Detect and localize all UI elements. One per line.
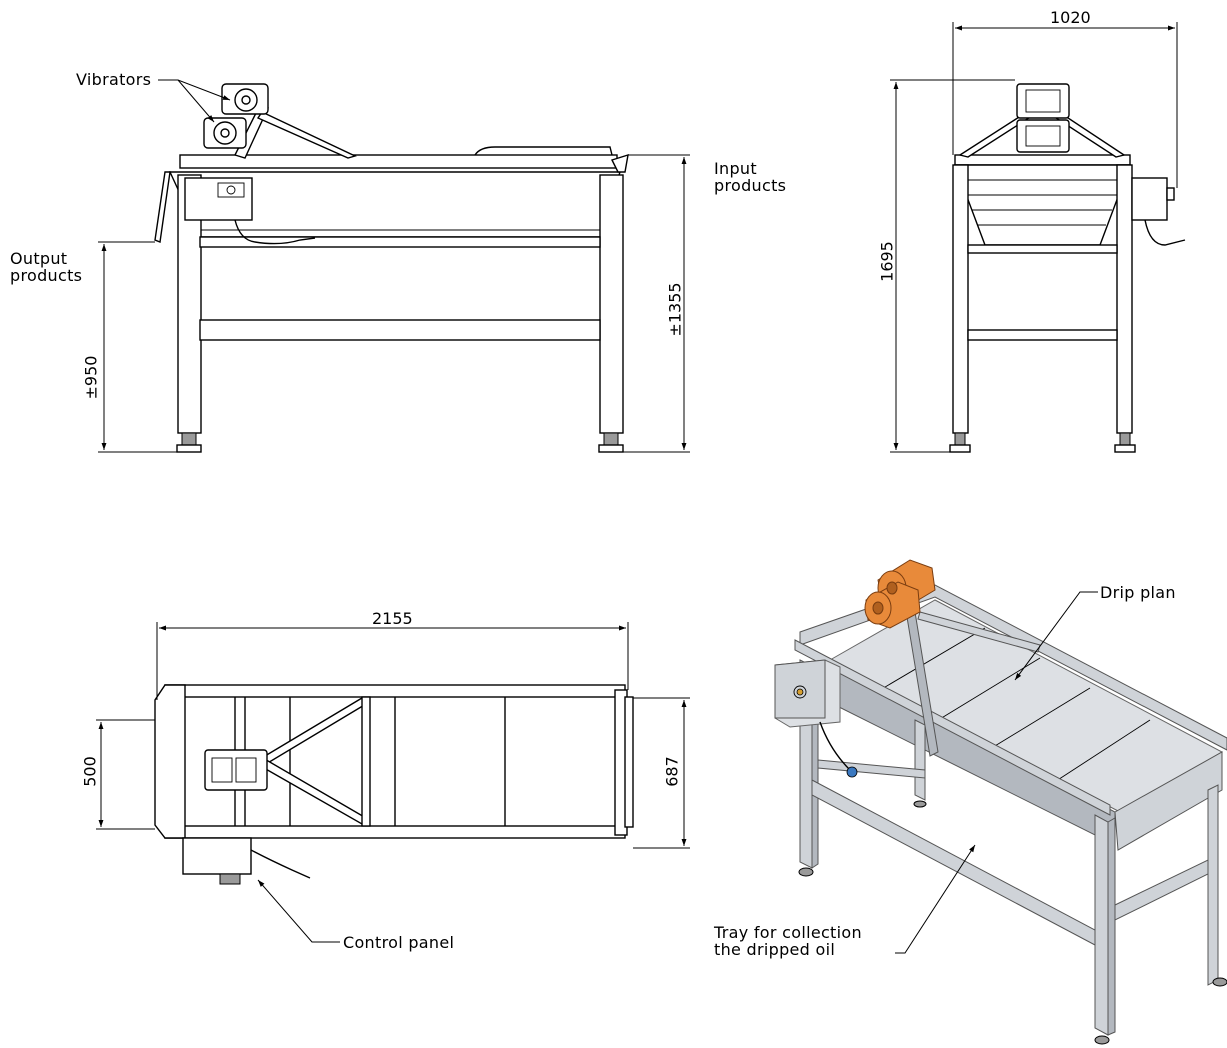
isometric-view	[774, 559, 1227, 1045]
dim-height-front: 1695	[877, 241, 897, 282]
side-view	[98, 79, 690, 453]
tray-line-1: Tray for collection	[714, 923, 862, 942]
input-products-line-2: products	[714, 176, 787, 195]
input-products-line-1: Input	[714, 159, 757, 178]
dim-width-inner: 500	[80, 756, 100, 787]
control-panel-label: Control panel	[343, 933, 455, 952]
tray-line-2: the dripped oil	[714, 940, 836, 959]
dim-width-outer: 687	[662, 756, 682, 787]
output-products-line-1: Output	[10, 249, 68, 268]
input-products-label: Input products	[714, 160, 786, 194]
output-products-label: Output products	[10, 250, 82, 284]
tray-label: Tray for collection the dripped oil	[714, 924, 862, 958]
dim-width-side: 1020	[1050, 8, 1091, 27]
front-view	[890, 22, 1186, 453]
vibrators-label: Vibrators	[76, 70, 152, 89]
top-view	[96, 622, 690, 943]
drip-plan-label: Drip plan	[1100, 583, 1176, 602]
dim-height-total: ±1355	[665, 282, 685, 337]
output-products-line-2: products	[10, 266, 83, 285]
dim-height-output: ±950	[81, 355, 101, 400]
dim-length: 2155	[372, 609, 413, 628]
